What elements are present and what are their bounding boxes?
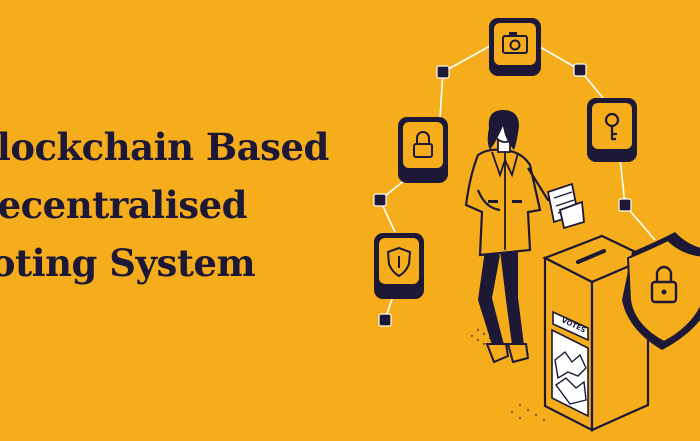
node-1: [436, 65, 450, 79]
shield-lock-icon: [622, 232, 700, 350]
floor-shadow: [470, 328, 546, 422]
voter-woman-icon: [464, 110, 557, 364]
node-5: [378, 313, 392, 327]
headline: Blockchain Based Decentralised Voting Sy…: [0, 118, 329, 292]
camera-icon: [489, 18, 541, 76]
ballot-papers: [546, 182, 585, 230]
shield-icon: [374, 233, 424, 299]
key-icon: [587, 98, 637, 162]
headline-line-3: Voting System: [0, 241, 256, 285]
network-lines: [379, 45, 656, 321]
lock-icon: [398, 117, 448, 183]
network-nodes: [373, 63, 632, 327]
node-3: [373, 193, 387, 207]
node-4: [618, 198, 632, 212]
headline-line-1: Blockchain Based: [0, 125, 329, 169]
node-2: [573, 63, 587, 77]
headline-line-2: Decentralised: [0, 183, 248, 227]
